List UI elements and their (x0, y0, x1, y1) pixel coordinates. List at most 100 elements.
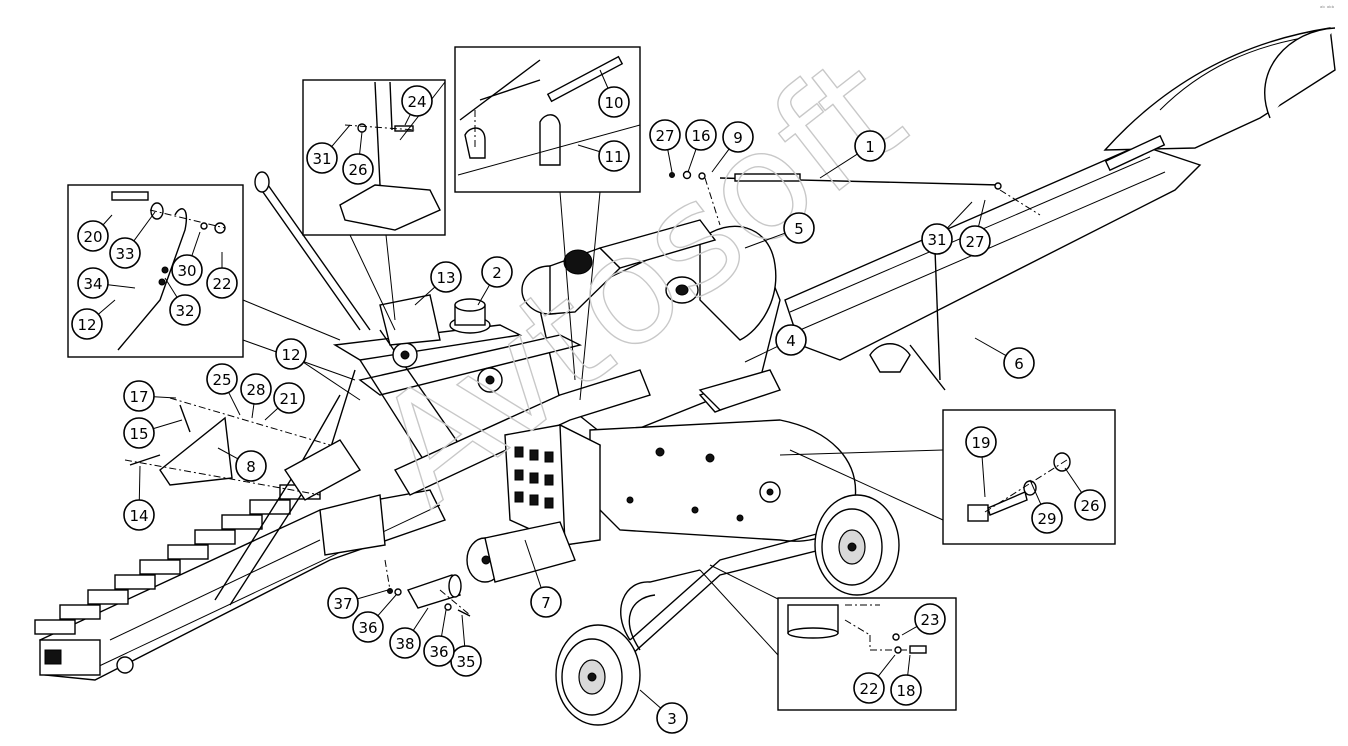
callout-c12b: 12 (275, 338, 361, 401)
callout-number: 27 (965, 233, 984, 251)
callout-number: 31 (312, 150, 331, 168)
callout-circle (1031, 502, 1063, 534)
callout-leader-line (1064, 467, 1083, 493)
callout-c2: 2 (477, 256, 513, 306)
callout-circle (306, 142, 338, 174)
main-body (521, 219, 857, 542)
callout-number: 11 (604, 148, 623, 166)
callout-number: 26 (348, 161, 367, 179)
callout-circle (598, 140, 630, 172)
callout-c4: 4 (744, 324, 807, 363)
callout-c27a: 27 (649, 119, 681, 173)
callout-number: 35 (456, 653, 475, 671)
callout-c12a: 12 (71, 299, 116, 340)
callout-circle (656, 702, 688, 734)
callout-c5: 5 (744, 212, 815, 249)
callout-leader-line (377, 594, 397, 617)
callout-leader-line (153, 396, 177, 399)
callout-number: 27 (655, 127, 674, 145)
callout-number: 4 (786, 332, 796, 350)
callout-circle (430, 261, 462, 293)
callout-c9: 9 (711, 121, 754, 173)
callout-c7: 7 (524, 539, 562, 618)
callout-c11: 11 (577, 140, 630, 172)
callout-leader-line (981, 456, 986, 498)
callout-c8: 8 (217, 447, 267, 482)
callout-leader-line (477, 284, 490, 306)
callout-leader-line (946, 201, 973, 229)
callout-leader-line (907, 654, 911, 676)
callout-leader-line (577, 144, 600, 153)
wheel-axle (555, 494, 900, 726)
callout-circle (389, 627, 421, 659)
callout-c27b: 27 (959, 199, 991, 257)
callout-c32: 32 (164, 277, 201, 326)
callout-circle (71, 308, 103, 340)
callout-leader-line (524, 539, 542, 588)
corner-mark: ᵃᵇ ᵃᵇᵇ (1320, 5, 1335, 12)
lower-intake-conveyor (34, 369, 446, 681)
callout-number: 10 (604, 94, 623, 112)
callout-c34: 34 (77, 267, 136, 299)
callout-c26a: 26 (342, 131, 374, 185)
callout-number: 5 (794, 220, 804, 238)
callout-number: 31 (927, 231, 946, 249)
callout-circle (327, 587, 359, 619)
callout-leader-line (264, 407, 279, 421)
callout-leader-line (978, 199, 986, 227)
callout-c1: 1 (819, 130, 886, 179)
callout-circle (921, 223, 953, 255)
callout-circle (853, 672, 885, 704)
callout-circle (965, 426, 997, 458)
callout-number: 15 (129, 425, 148, 443)
callout-leader-line (153, 419, 183, 430)
callout-c26b: 26 (1064, 467, 1106, 521)
callout-number: 32 (175, 302, 194, 320)
callout-leader-line (877, 654, 896, 677)
callout-number: 22 (212, 275, 231, 293)
cylinder-tank (466, 521, 576, 583)
callout-circle (959, 225, 991, 257)
machine-drawing (34, 27, 1336, 726)
callout-c19: 19 (965, 426, 997, 498)
callout-leader-line (331, 124, 351, 147)
callout-number: 23 (920, 611, 939, 629)
callout-circle (598, 86, 630, 118)
callout-leader-line (98, 299, 116, 315)
callout-circle (914, 603, 946, 635)
callout-number: 1 (865, 138, 875, 156)
callout-c20: 20 (77, 214, 113, 252)
callout-leader-line (639, 689, 662, 709)
callout-leader-line (1029, 479, 1042, 505)
callout-leader-line (164, 277, 178, 298)
callout-c16: 16 (685, 119, 717, 173)
callout-c17: 17 (123, 380, 177, 412)
callout-leader-line (412, 607, 429, 631)
callout-c36b: 36 (423, 609, 455, 667)
callout-c14: 14 (123, 465, 155, 531)
callout-number: 9 (733, 129, 743, 147)
callout-number: 12 (77, 316, 96, 334)
callout-c24: 24 (401, 85, 433, 126)
callout-leader-line (461, 614, 466, 647)
callout-leader-line (974, 337, 1007, 357)
side-plate (124, 397, 331, 496)
callout-circle (775, 324, 807, 356)
callout-leader-line (228, 392, 241, 416)
callout-circle (685, 119, 717, 151)
callout-circle (240, 373, 272, 405)
callout-number: 19 (971, 434, 990, 452)
callout-c31a: 31 (306, 124, 351, 174)
callout-c35: 35 (450, 614, 482, 677)
callout-circle (890, 674, 922, 706)
callout-leader-line (303, 361, 361, 401)
callout-circle (783, 212, 815, 244)
callout-c29: 29 (1029, 479, 1063, 534)
callout-c22a: 22 (206, 252, 238, 299)
callout-c13: 13 (414, 261, 462, 306)
callout-leader-line (133, 211, 156, 242)
callout-leader-line (359, 131, 363, 155)
control-box (504, 423, 601, 546)
callout-c22b: 22 (853, 654, 896, 704)
callout-number: 25 (212, 371, 231, 389)
